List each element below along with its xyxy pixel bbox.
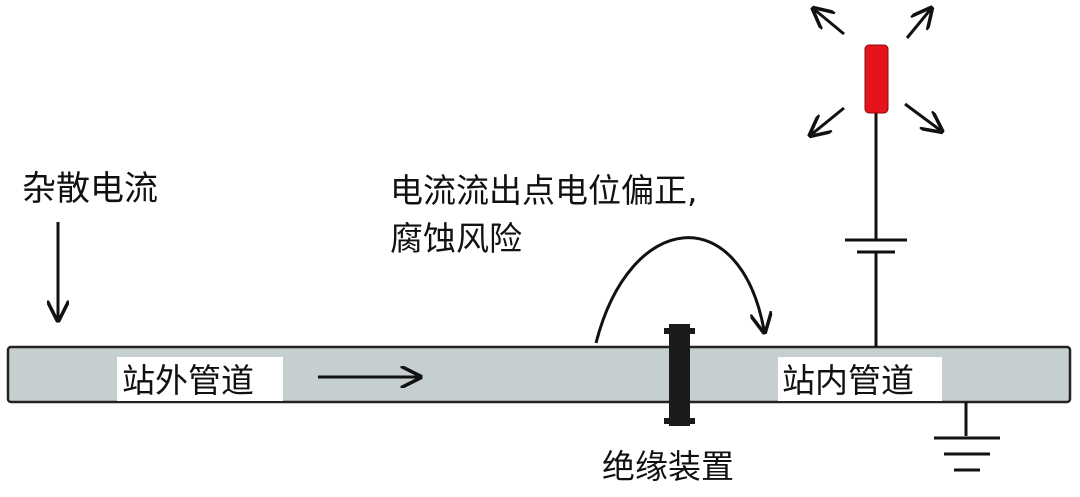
current-jump-arc	[594, 236, 764, 344]
insulation-device	[669, 324, 690, 426]
insulation-flange-top	[664, 328, 695, 334]
ground-symbol-icon	[934, 402, 1000, 472]
inner-pipe-label-bg	[778, 357, 942, 401]
red-anode-rod-icon	[864, 44, 889, 114]
inner-pipe-label: 站内管道	[782, 361, 914, 400]
dc-power-source-icon	[845, 238, 907, 254]
anode-radiation-arrows	[812, 10, 940, 134]
insulation-flange-bottom	[664, 418, 695, 424]
outflow-note-line2: 腐蚀风险	[390, 219, 522, 258]
outer-pipe-label: 站外管道	[122, 361, 254, 400]
outer-pipe-label-bg	[117, 357, 283, 401]
stray-current-label: 杂散电流	[22, 169, 158, 209]
insulation-device-label: 绝缘装置	[602, 447, 734, 486]
outflow-note-line1: 电流流出点电位偏正,	[390, 171, 698, 210]
